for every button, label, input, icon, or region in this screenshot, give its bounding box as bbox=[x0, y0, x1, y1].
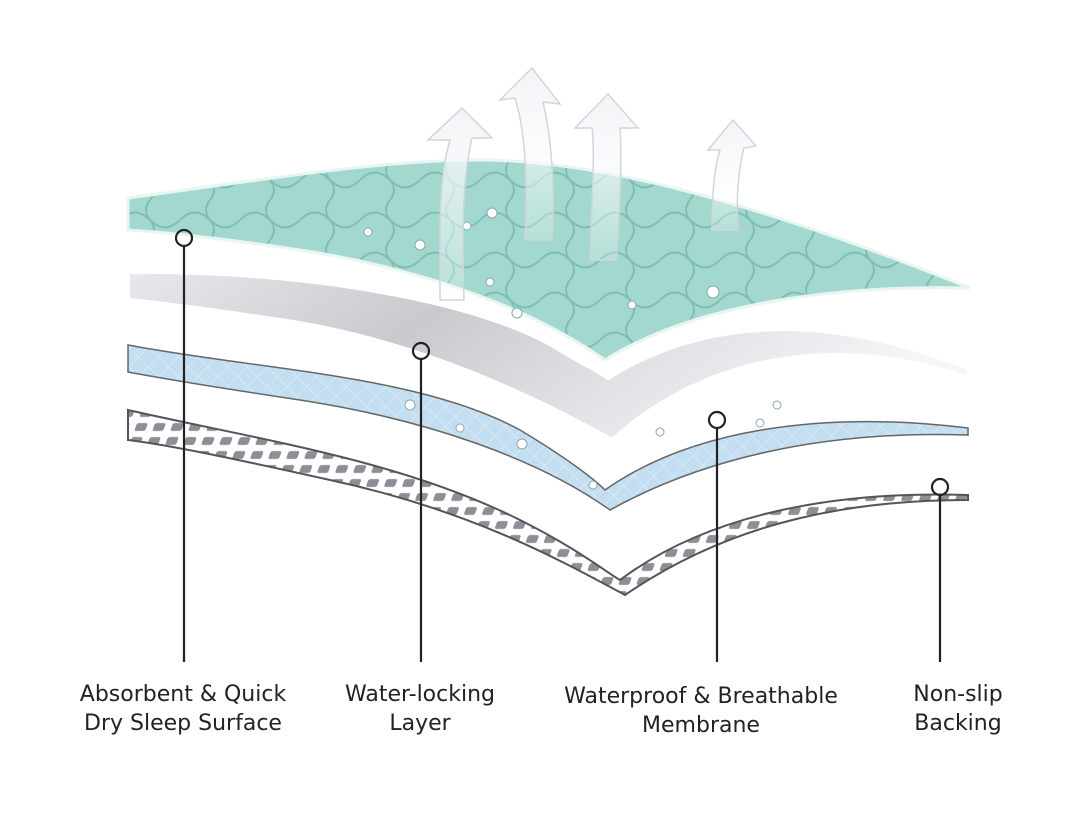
label-surface: Absorbent & Quick Dry Sleep Surface bbox=[80, 680, 286, 738]
label-line: Non-slip bbox=[913, 682, 1003, 707]
arrow-icon bbox=[497, 66, 562, 241]
callouts bbox=[174, 228, 950, 662]
label-line: Layer bbox=[389, 711, 451, 736]
arrow-icon bbox=[426, 106, 494, 301]
label-membrane: Waterproof & Breathable Membrane bbox=[564, 682, 838, 740]
label-line: Backing bbox=[914, 711, 1002, 736]
label-line: Membrane bbox=[642, 713, 760, 738]
label-line: Water-locking bbox=[345, 682, 495, 707]
callout-marker-backing bbox=[930, 477, 950, 497]
surface-layer bbox=[126, 158, 971, 362]
arrow-icon bbox=[573, 92, 640, 261]
breathable-arrows bbox=[426, 66, 758, 301]
callout-marker-membrane bbox=[707, 410, 727, 430]
label-line: Dry Sleep Surface bbox=[84, 711, 282, 736]
label-water-locking: Water-locking Layer bbox=[345, 680, 495, 738]
water-locking-layer bbox=[126, 269, 970, 443]
label-line: Absorbent & Quick bbox=[79, 682, 287, 707]
label-line: Waterproof & Breathable bbox=[564, 684, 838, 709]
membrane-layer bbox=[127, 344, 969, 511]
arrow-icon bbox=[706, 118, 758, 231]
water-droplets bbox=[363, 207, 782, 490]
label-backing: Non-slip Backing bbox=[913, 680, 1002, 738]
non-slip-backing-layer bbox=[127, 408, 969, 597]
